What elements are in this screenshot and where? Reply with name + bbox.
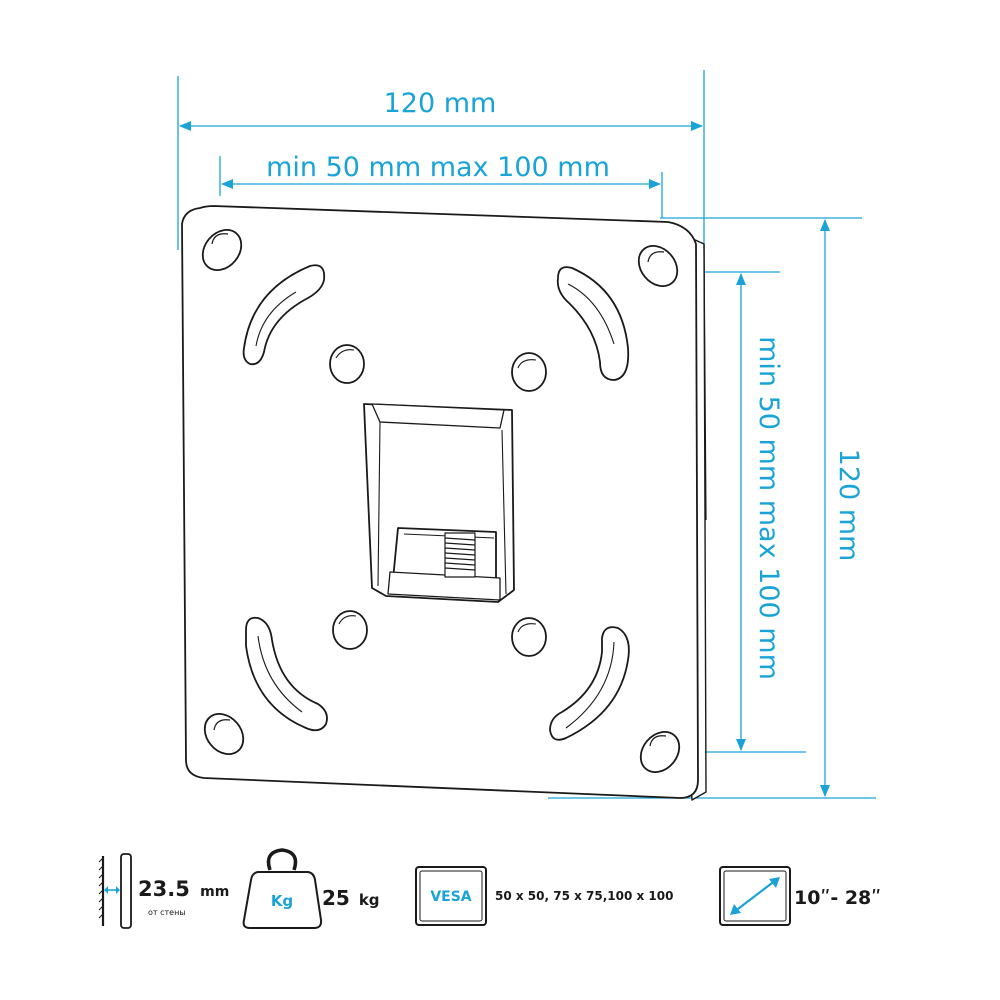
svg-text:25 kg: 25 kg [322, 886, 380, 910]
weight-icon-label: Kg [271, 892, 293, 910]
wall-distance-icon [98, 853, 132, 929]
inner-width-label: min 50 mm max 100 mm [266, 152, 610, 183]
arc-slots [242, 264, 630, 741]
vesa-patterns: 50 x 50, 75 x 75,100 x 100 [495, 889, 673, 903]
screen-size-range: 10ʺ- 28ʺ [794, 887, 881, 909]
inner-height-label: min 50 mm max 100 mm [753, 336, 784, 680]
mounting-plate [181, 205, 707, 801]
max-load-unit: kg [359, 891, 380, 909]
dimension-lines [177, 70, 876, 799]
svg-text:23.5 mm: 23.5 mm [138, 877, 229, 901]
wall-distance-unit: mm [200, 884, 229, 900]
wall-distance-value: 23.5 [138, 877, 190, 901]
vesa-icon [415, 866, 487, 926]
corner-holes [201, 229, 681, 773]
center-bracket [363, 403, 515, 603]
weight-icon [242, 848, 323, 929]
outer-width-label: 120 mm [384, 88, 497, 119]
outer-height-label: 120 mm [833, 449, 864, 562]
wall-distance-spec: 23.5 mm от стены [98, 853, 229, 929]
screw [444, 532, 476, 578]
screen-diagonal-icon [719, 866, 791, 926]
screen-size-spec: 10ʺ- 28ʺ [719, 866, 881, 926]
vesa-icon-label: VESA [430, 889, 471, 905]
vesa-spec: VESA 50 x 50, 75 x 75,100 x 100 [415, 866, 673, 926]
max-load-value: 25 [322, 886, 350, 910]
inner-holes [329, 344, 547, 657]
wall-distance-caption: от стены [148, 908, 186, 917]
max-load-spec: Kg 25 kg [242, 848, 380, 929]
